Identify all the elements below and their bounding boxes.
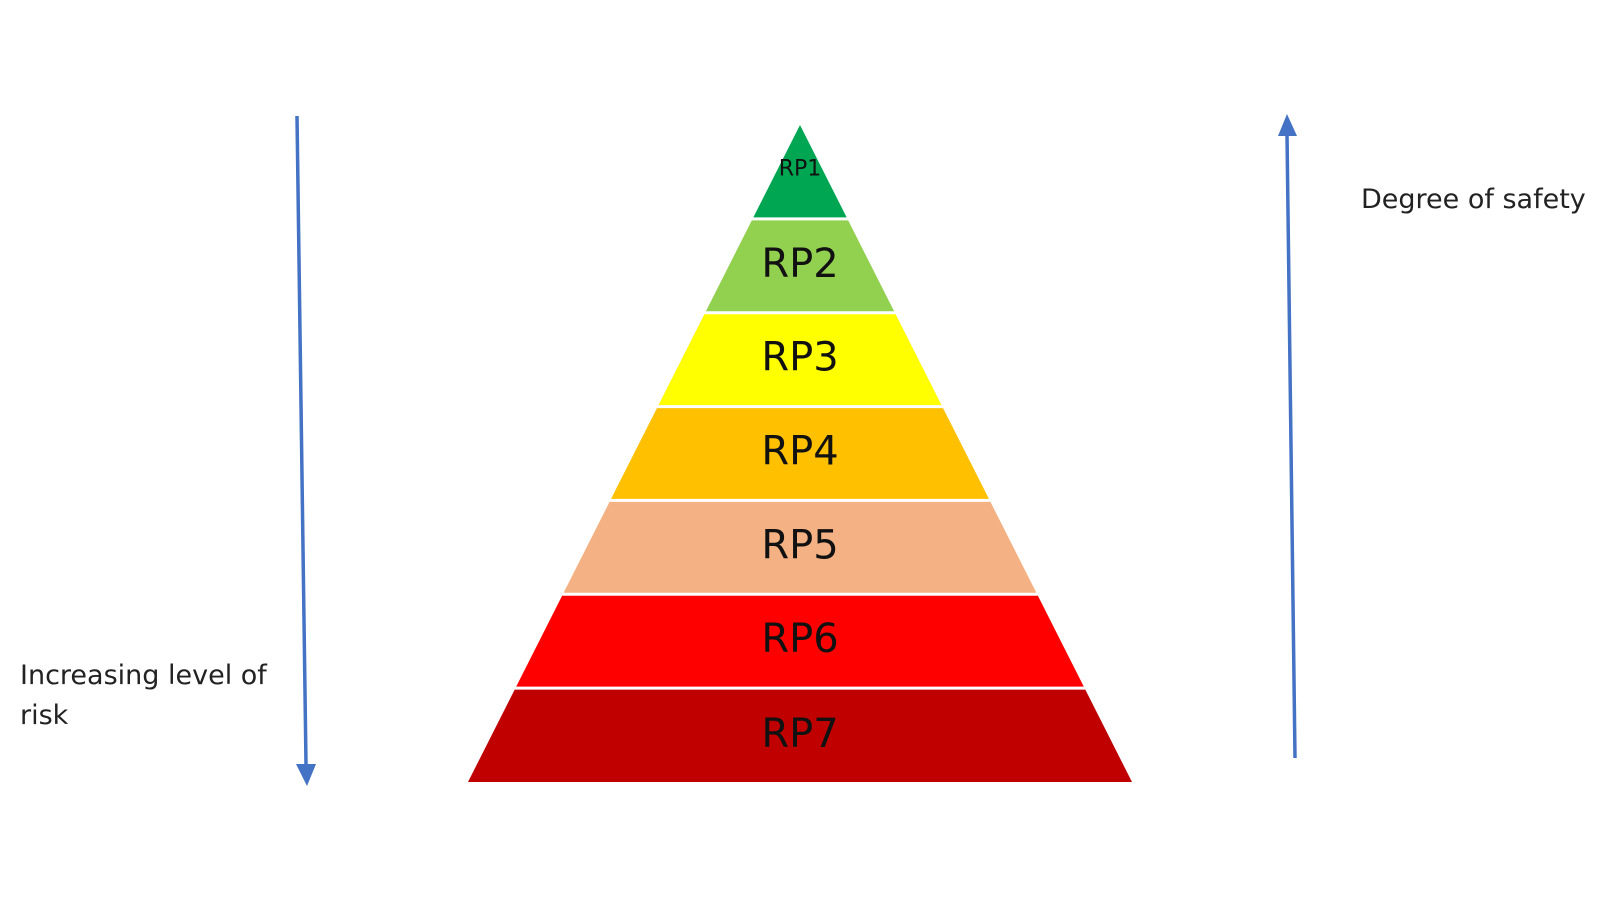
pyramid-tier-label-rp2: RP2: [761, 241, 838, 287]
risk-axis-label: Increasing level of risk: [20, 660, 267, 731]
risk-arrow-head: [296, 764, 316, 786]
risk-arrow-shaft: [295, 115, 308, 765]
pyramid-tier-rp2: [705, 220, 895, 312]
pyramid-tier-label-rp5: RP5: [761, 522, 838, 568]
pyramid-tier-rp5: [563, 501, 1037, 593]
risk-arrow: [295, 115, 316, 786]
pyramid-tier-label-rp7: RP7: [761, 711, 838, 757]
pyramid-tier-rp4: [611, 408, 989, 499]
safety-arrow-shaft: [1285, 133, 1297, 759]
safety-arrow-head: [1278, 114, 1297, 136]
safety-arrow: [1278, 114, 1297, 759]
pyramid-tier-label-rp4: RP4: [761, 429, 838, 475]
safety-axis-label: Degree of safety: [1361, 184, 1586, 215]
pyramid-tier-label-rp6: RP6: [761, 616, 838, 662]
pyramid-tier-rp3: [658, 314, 942, 406]
pyramid-tier-label-rp1: RP1: [779, 156, 822, 181]
pyramid-tier-rp6: [516, 595, 1084, 687]
pyramid-tier-label-rp3: RP3: [761, 335, 838, 381]
pyramid-tier-rp7: [468, 689, 1132, 782]
pyramid-tier-rp1: [753, 125, 847, 218]
